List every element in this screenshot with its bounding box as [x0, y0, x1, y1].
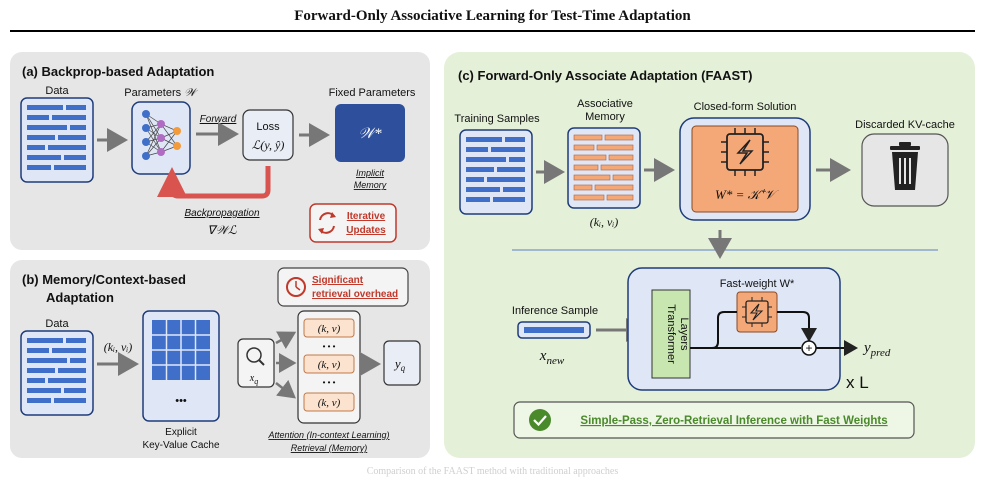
inference-label: Inference Sample [512, 305, 598, 317]
transformer-label-1: Transformer [665, 304, 677, 364]
assoc-label-1: Associative [577, 98, 633, 110]
panel-b-data-label: Data [45, 318, 69, 330]
discarded-box [861, 133, 949, 207]
overhead-label-2: retrieval overhead [312, 289, 398, 300]
closed-form-box: W* = 𝒦⁺𝒱 [679, 117, 811, 221]
fixed-params-box: 𝒲* [335, 104, 405, 162]
loss-label: Loss [256, 121, 280, 133]
query-label: xq [249, 373, 258, 386]
arrow-query-bot [275, 379, 296, 399]
kv-cache-grid: ••• [142, 310, 220, 422]
clock-icon [286, 277, 306, 297]
panel-a-title: (a) Backprop-based Adaptation [22, 64, 214, 79]
kv-item: (k, v) [318, 323, 341, 335]
discarded-label: Discarded KV-cache [855, 119, 955, 131]
query-box: xq [237, 338, 275, 388]
trash-icon [890, 142, 920, 190]
cache-dots: ••• [175, 395, 187, 407]
gradient-label: ∇𝒲ℒ [207, 223, 237, 237]
times-l-label: x L [846, 373, 869, 392]
magnifier-icon [246, 347, 265, 366]
forward-label: Forward [200, 114, 237, 125]
check-icon [529, 409, 551, 431]
implicit-label: Implicit [356, 168, 385, 178]
chip-icon [721, 128, 769, 176]
fastweight-label: Fast-weight W* [720, 278, 795, 290]
transformer-block: Transformer Layers [627, 267, 841, 391]
backprop-label: Backpropagation [184, 208, 259, 219]
figure-caption: Comparison of the FAAST method with trad… [366, 466, 619, 477]
inference-sample-icon [517, 321, 591, 339]
result-banner: Simple-Pass, Zero-Retrieval Inference wi… [513, 401, 915, 439]
x-new-label: xnew [539, 348, 565, 367]
panel-a-data-icon [20, 97, 94, 183]
memory-label: Memory [354, 180, 387, 190]
title-rule [10, 30, 975, 32]
closed-form-formula: W* = 𝒦⁺𝒱 [715, 187, 779, 202]
panel-a-data-label: Data [45, 85, 69, 97]
assoc-kv-label: (kᵢ, vᵢ) [590, 215, 618, 229]
panel-a: (a) Backprop-based Adaptation Data Param… [10, 52, 430, 250]
panel-c: (c) Forward-Only Associate Adaptation (F… [444, 52, 975, 458]
kv-cache-label: Key-Value Cache [142, 440, 220, 451]
params-label: Parameters 𝒲 [124, 87, 198, 99]
output-label: yq [393, 356, 406, 373]
output-box: yq [383, 340, 421, 386]
backprop-arrow [157, 166, 271, 199]
panel-c-title: (c) Forward-Only Associate Adaptation (F… [458, 68, 752, 83]
panel-b-title-1: (b) Memory/Context-based [22, 272, 186, 287]
banner-text: Simple-Pass, Zero-Retrieval Inference wi… [580, 415, 887, 427]
closed-form-label: Closed-form Solution [694, 101, 797, 113]
panel-b-title-2: Adaptation [46, 290, 114, 305]
arrow-query-top [275, 331, 297, 350]
updates-label: Updates [346, 225, 386, 236]
kv-vdots: • • • [323, 378, 336, 387]
kv-vdots: • • • [323, 342, 336, 351]
panel-b: (b) Memory/Context-based Adaptation Sign… [10, 260, 430, 458]
kv-item: (k, v) [318, 359, 341, 371]
refresh-icon [318, 212, 336, 234]
kv-item: (k, v) [318, 397, 341, 409]
kv-stack: (k, v) • • • (k, v) • • • (k, v) [297, 310, 361, 424]
associative-memory-icon [567, 127, 641, 209]
explicit-label: Explicit [165, 427, 197, 438]
page-title: Forward-Only Associative Learning for Te… [294, 8, 691, 24]
overhead-label-1: Significant [312, 275, 364, 286]
retrieval-label: Retrieval (Memory) [291, 443, 368, 453]
attention-label: Attention (In-context Learning) [267, 430, 389, 440]
plus-sign: + [805, 341, 812, 355]
assoc-label-2: Memory [585, 111, 625, 123]
iterative-updates-badge: Iterative Updates [309, 203, 397, 243]
neural-net-icon [131, 101, 191, 175]
training-samples-label: Training Samples [454, 113, 540, 125]
training-samples-icon [459, 129, 533, 215]
w-star-label: 𝒲* [358, 126, 382, 142]
fastweight-path-out [777, 311, 817, 342]
loss-box: Loss ℒ(y, ŷ) [242, 109, 294, 161]
kv-input-label: (kᵢ, vᵢ) [104, 340, 132, 354]
overhead-badge: Significant retrieval overhead [277, 267, 409, 307]
transformer-label-2: Layers [678, 317, 690, 351]
iterative-label: Iterative [347, 211, 386, 222]
panel-b-data-icon [20, 330, 94, 416]
fastweight-chip [736, 291, 778, 333]
fixed-params-label: Fixed Parameters [329, 87, 416, 99]
loss-formula: ℒ(y, ŷ) [252, 138, 285, 152]
y-pred-label: ypred [862, 340, 891, 359]
